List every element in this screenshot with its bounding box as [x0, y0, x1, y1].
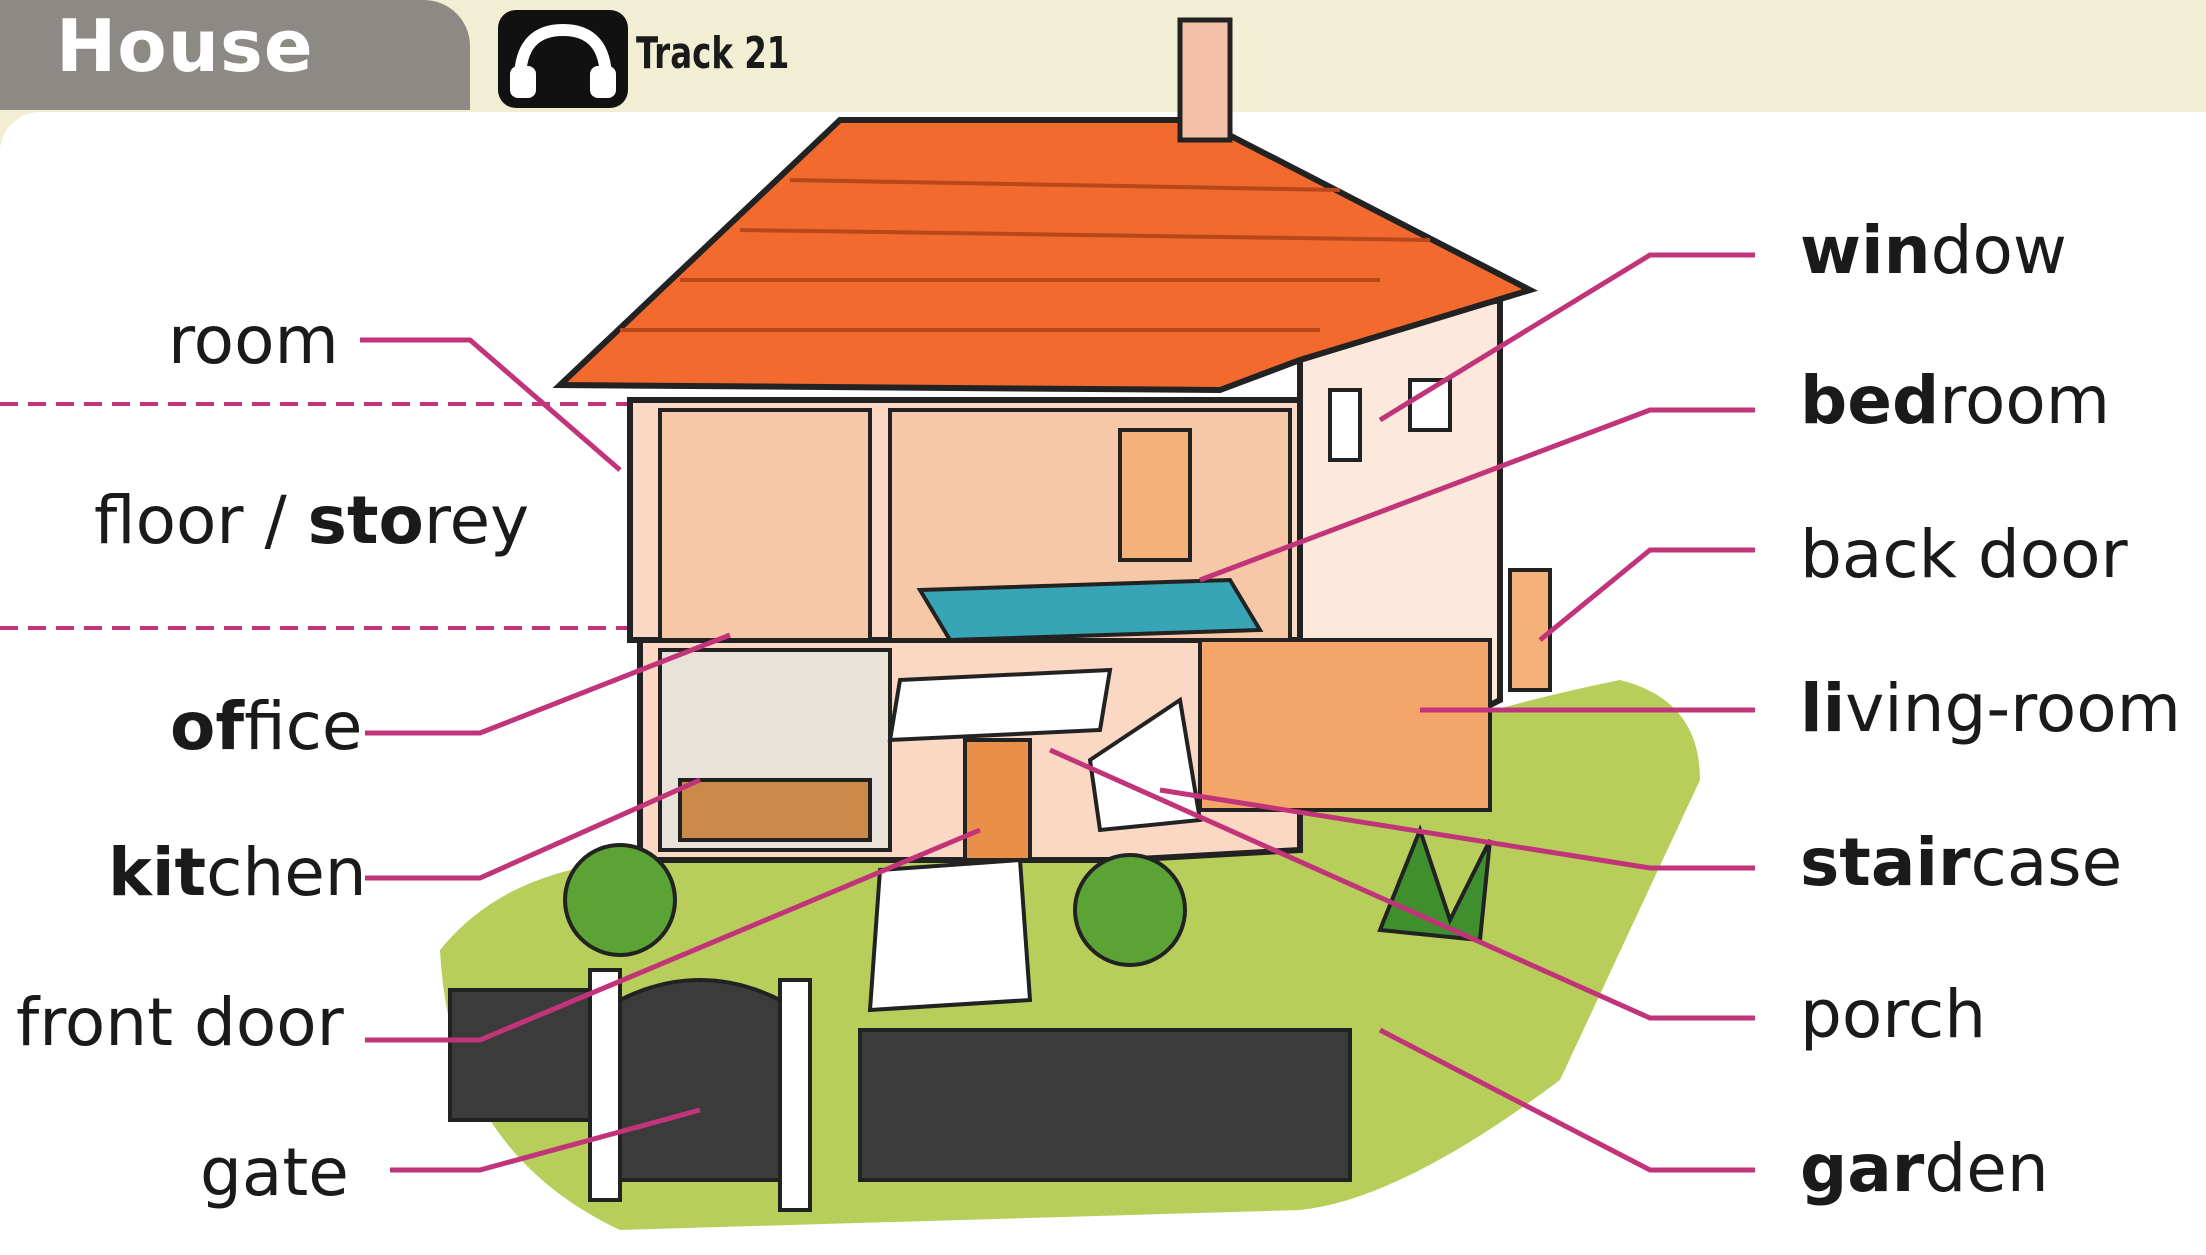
gate-shape	[620, 980, 780, 1180]
label-porch: porch	[1800, 982, 1986, 1048]
office-room	[660, 410, 870, 640]
label-window: window	[1800, 218, 2067, 284]
label-bedroom: bedroom	[1800, 368, 2110, 434]
bush-middle	[1075, 855, 1185, 965]
label-office: office	[170, 694, 363, 760]
label-garden: garden	[1800, 1136, 2049, 1202]
fence-right	[860, 1030, 1350, 1180]
label-living-room: living-room	[1800, 676, 2181, 742]
label-kitchen: kitchen	[108, 840, 367, 906]
label-staircase: staircase	[1800, 830, 2122, 896]
front-door-shape	[965, 740, 1030, 860]
porch-awning	[890, 670, 1110, 740]
label-back-door: back door	[1800, 522, 2128, 588]
label-front-door: front door	[16, 990, 344, 1056]
bed	[920, 580, 1260, 640]
gate-post-right	[780, 980, 810, 1210]
side-window	[1330, 390, 1360, 460]
kitchen-counter	[680, 780, 870, 840]
living-room	[1200, 640, 1490, 810]
fence-left	[450, 990, 590, 1120]
gate-post-left	[590, 970, 620, 1200]
front-steps	[870, 860, 1030, 1010]
label-floor-storey: floor / storey	[94, 488, 529, 554]
leader-back-door	[1540, 550, 1755, 640]
label-gate: gate	[200, 1140, 349, 1206]
bedroom-door	[1120, 430, 1190, 560]
bush-left	[565, 845, 675, 955]
back-door-shape	[1510, 570, 1550, 690]
label-room: room	[168, 308, 339, 374]
chimney	[1180, 20, 1230, 140]
